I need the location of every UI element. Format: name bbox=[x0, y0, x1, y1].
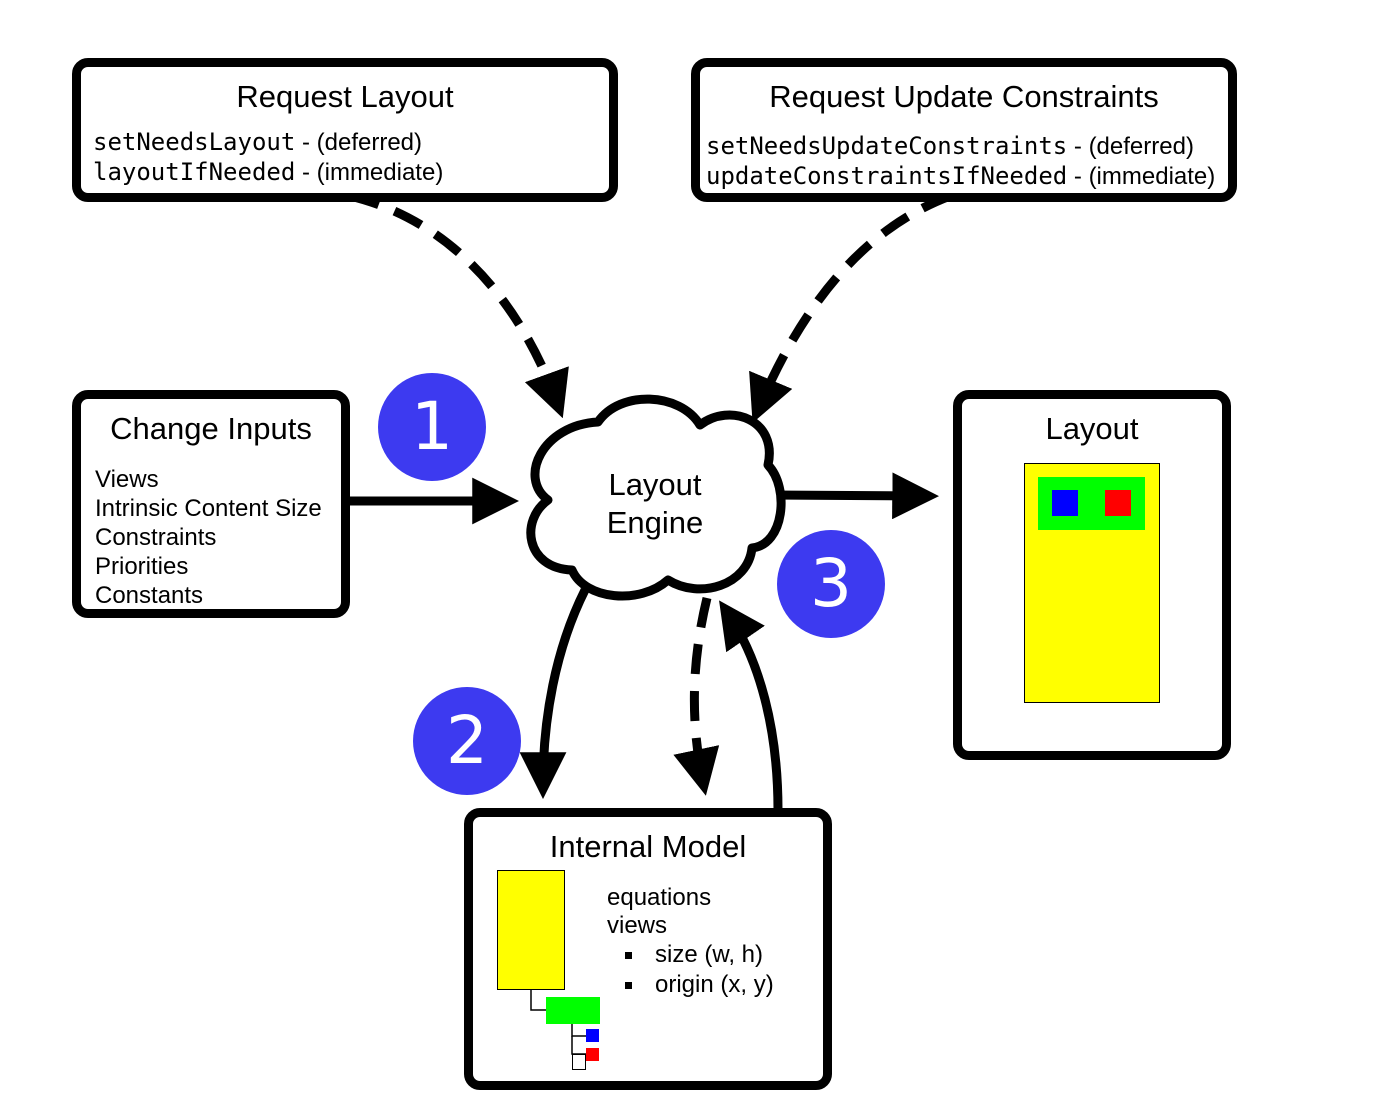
model-item-equations: equations bbox=[607, 884, 712, 911]
layout-title: Layout bbox=[1045, 411, 1139, 446]
method-note: - (deferred) bbox=[295, 129, 422, 156]
method-name: updateConstraintsIfNeeded bbox=[706, 162, 1068, 190]
input-item-views: Views bbox=[95, 466, 159, 493]
step-badge-2: 2 bbox=[413, 687, 521, 795]
arrow-engine-to-layout bbox=[769, 472, 940, 520]
model-blue-view bbox=[586, 1029, 599, 1042]
internal-model-box: Internal Model equations views size (w, … bbox=[464, 808, 832, 1090]
bullet bbox=[625, 982, 632, 989]
method-note: - (immediate) bbox=[295, 159, 444, 186]
request-update-constraints-box: Request Update Constraints setNeedsUpdat… bbox=[691, 58, 1237, 202]
dashed-arrow-model-engine bbox=[673, 596, 720, 796]
arrow-model-to-engine bbox=[719, 600, 783, 811]
request-layout-box: Request Layout setNeedsLayout - (deferre… bbox=[72, 58, 618, 202]
input-item-priorities: Priorities bbox=[95, 553, 189, 580]
layout-engine-cloud bbox=[526, 394, 786, 601]
method-name: setNeedsLayout bbox=[93, 128, 296, 156]
model-item-views: views bbox=[607, 912, 668, 939]
request-layout-item: layoutIfNeeded - (immediate) bbox=[93, 157, 443, 188]
layout-red-view bbox=[1105, 490, 1131, 516]
method-note: - (immediate) bbox=[1067, 163, 1216, 190]
request-constraints-item: updateConstraintsIfNeeded - (immediate) bbox=[706, 161, 1215, 192]
method-name: setNeedsUpdateConstraints bbox=[706, 132, 1068, 160]
dashed-arrow-request-constraints bbox=[749, 191, 952, 423]
arrow-engine-to-model bbox=[519, 587, 590, 800]
internal-model-title: Internal Model bbox=[549, 829, 747, 864]
model-empty-node bbox=[572, 1054, 586, 1070]
model-subitem-size: size (w, h) bbox=[655, 941, 764, 968]
step-badge-1: 1 bbox=[378, 373, 486, 481]
request-constraints-item: setNeedsUpdateConstraints - (deferred) bbox=[706, 131, 1194, 162]
input-item-constraints: Constraints bbox=[95, 524, 217, 551]
layout-engine-label: Layout Engine bbox=[560, 466, 750, 542]
change-inputs-title: Change Inputs bbox=[110, 411, 312, 446]
layout-engine-line1: Layout bbox=[608, 467, 702, 502]
bullet bbox=[625, 952, 632, 959]
request-layout-item: setNeedsLayout - (deferred) bbox=[93, 127, 422, 158]
change-inputs-box: Change Inputs Views Intrinsic Content Si… bbox=[72, 390, 350, 618]
method-note: - (deferred) bbox=[1067, 133, 1194, 160]
model-yellow-view bbox=[497, 870, 565, 990]
input-item-intrinsic-size: Intrinsic Content Size bbox=[95, 495, 322, 522]
dashed-arrow-request-layout bbox=[348, 191, 569, 419]
step-badge-3: 3 bbox=[777, 530, 885, 638]
request-layout-title: Request Layout bbox=[236, 79, 454, 114]
layout-blue-view bbox=[1052, 490, 1078, 516]
model-subitem-origin: origin (x, y) bbox=[655, 971, 774, 998]
model-red-view bbox=[586, 1048, 599, 1061]
method-name: layoutIfNeeded bbox=[93, 158, 296, 186]
model-green-view bbox=[546, 997, 600, 1024]
input-item-constants: Constants bbox=[95, 582, 204, 609]
layout-engine-line2: Engine bbox=[606, 505, 704, 540]
request-update-constraints-title: Request Update Constraints bbox=[769, 79, 1159, 114]
